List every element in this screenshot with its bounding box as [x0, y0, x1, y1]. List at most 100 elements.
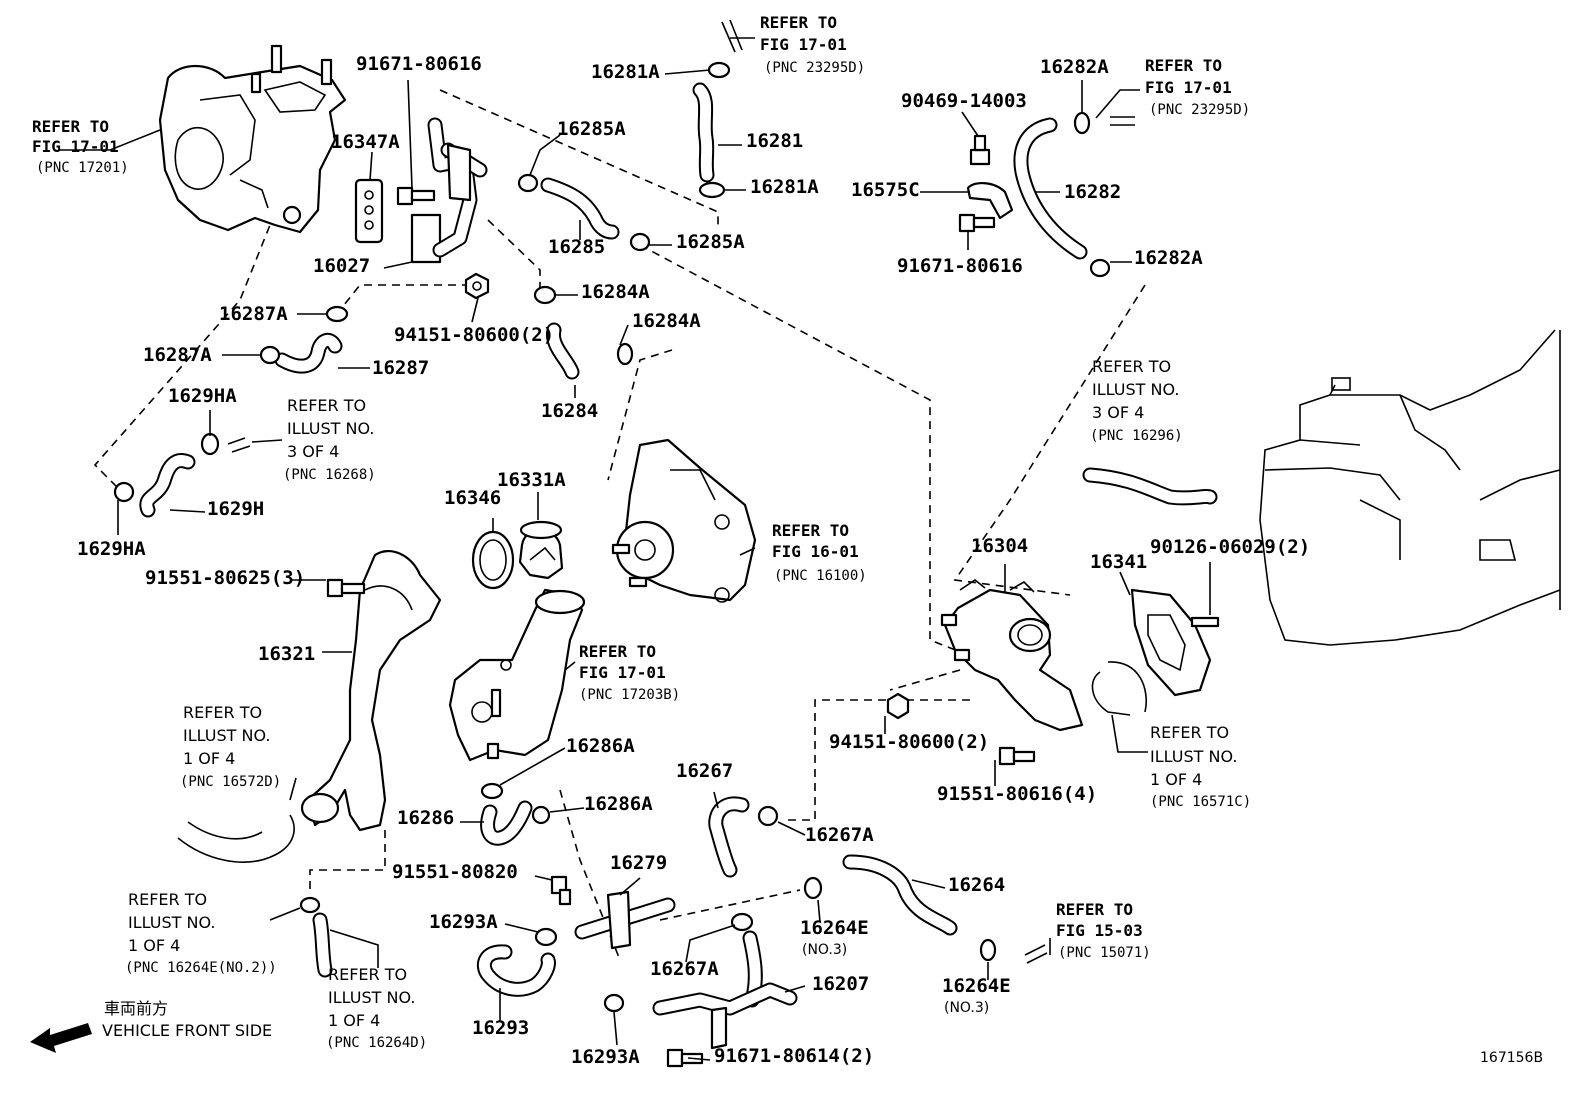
part-label: 16285A — [557, 118, 626, 140]
part-label: 1629HA — [168, 385, 237, 407]
reference-line: ILLUST NO. — [287, 419, 374, 438]
pipe-16207 — [652, 982, 798, 1050]
part-label: 16285A — [676, 231, 745, 253]
reference-line: (PNC 17201) — [36, 160, 129, 176]
reference-line: 3 OF 4 — [1092, 403, 1144, 422]
dashed-assembly-lines — [93, 89, 1146, 961]
part-label: 16264E — [800, 917, 869, 939]
front-side-jp-label: 車両前方 — [104, 999, 168, 1018]
part-label: 16264 — [948, 874, 1005, 896]
reference-line: 1 OF 4 — [328, 1011, 380, 1030]
reference-line: FIG 16-01 — [772, 542, 859, 561]
part-label: 16347A — [331, 131, 400, 153]
part-label: 1629H — [207, 498, 264, 520]
reference-line: (PNC 16296) — [1090, 428, 1183, 444]
part-label: 16575C — [851, 179, 920, 201]
part-label: 16027 — [313, 255, 370, 277]
pipe-stubs — [227, 19, 1135, 964]
reference-line: (PNC 16264D) — [326, 1035, 427, 1051]
part-label: 16321 — [258, 643, 315, 665]
reference-line: FIG 17-01 — [1145, 78, 1232, 97]
part-label: 16293A — [429, 911, 498, 933]
reference-line: ILLUST NO. — [128, 913, 215, 932]
part-label: 16282A — [1134, 247, 1203, 269]
water-outlet-16304 — [940, 579, 1084, 732]
clamps — [113, 61, 1111, 1013]
reference-line: (PNC 17203B) — [579, 687, 680, 703]
part-label: 91551-80625(3) — [145, 567, 305, 589]
part-label: 16331A — [497, 469, 566, 491]
reference-line: 1 OF 4 — [1150, 770, 1202, 789]
reference-line: REFER TO — [760, 13, 837, 32]
bolt-91671-80616-left — [396, 186, 436, 206]
part-label: 16293A — [571, 1046, 640, 1068]
part-label: 16285 — [548, 236, 605, 258]
reference-line: (PNC 23295D) — [1149, 102, 1250, 118]
part-label: (NO.3) — [944, 1000, 989, 1016]
reference-line: FIG 17-01 — [760, 35, 847, 54]
diagram-id: 167156B — [1480, 1050, 1543, 1066]
reference-line: ILLUST NO. — [183, 726, 270, 745]
water-pump-reference — [611, 438, 757, 603]
part-label: 16286A — [584, 793, 653, 815]
part-label: 16346 — [444, 487, 501, 509]
front-side-en-label: VEHICLE FRONT SIDE — [102, 1021, 272, 1040]
reference-line: ILLUST NO. — [328, 988, 415, 1007]
part-label: 16279 — [610, 852, 667, 874]
reference-hose-16571c — [1091, 661, 1147, 716]
part-label: 91671-80614(2) — [714, 1045, 874, 1067]
part-label: 16341 — [1090, 551, 1147, 573]
reference-line: 3 OF 4 — [287, 442, 339, 461]
thermostat-16331a — [518, 520, 564, 580]
reference-line: ILLUST NO. — [1092, 380, 1179, 399]
engine-block-outline — [1259, 329, 1561, 646]
pipe-16027 — [410, 117, 488, 264]
reference-line: REFER TO — [287, 396, 366, 415]
reference-line: REFER TO — [1056, 900, 1133, 919]
part-label: 16281A — [750, 176, 819, 198]
part-label: 16267A — [650, 958, 719, 980]
part-label: 16267 — [676, 760, 733, 782]
part-label: 16287 — [372, 357, 429, 379]
part-label: (NO.3) — [802, 942, 847, 958]
reference-line: REFER TO — [32, 117, 109, 136]
reference-line: REFER TO — [772, 521, 849, 540]
pipe-16279 — [574, 890, 676, 950]
pipe-16321 — [300, 549, 442, 832]
reference-line: FIG 17-01 — [32, 137, 119, 156]
reference-line: REFER TO — [579, 642, 656, 661]
ring-16346 — [471, 530, 515, 590]
reference-line: REFER TO — [1092, 357, 1171, 376]
part-label: 16264E — [942, 975, 1011, 997]
reference-line: (PNC 16268) — [283, 467, 376, 483]
part-label: 16304 — [971, 535, 1028, 557]
reference-line: (PNC 16571C) — [1150, 794, 1251, 810]
part-label: 16284A — [581, 281, 650, 303]
part-label: 91671-80616 — [897, 255, 1023, 277]
reference-line: REFER TO — [1145, 56, 1222, 75]
reference-notes: REFER TO FIG 17-01 (PNC 17201) REFER TO … — [32, 13, 1251, 1051]
gasket-16341 — [1130, 588, 1220, 697]
part-label: 1629HA — [77, 538, 146, 560]
hoses — [139, 82, 1218, 1008]
part-label: 90126-06029(2) — [1150, 536, 1310, 558]
nut-94151-top — [464, 272, 490, 300]
part-label: 91551-80820 — [392, 861, 518, 883]
part-label: 90469-14003 — [901, 90, 1027, 112]
leader-lines — [60, 37, 1211, 1061]
part-label: 16207 — [812, 973, 869, 995]
turbocharger-housing — [158, 44, 347, 234]
part-label: 16282 — [1064, 181, 1121, 203]
reference-line: (PNC 23295D) — [764, 60, 865, 76]
part-label: 16293 — [472, 1017, 529, 1039]
reference-line: (PNC 16100) — [774, 568, 867, 584]
thermostat-housing-reference — [448, 588, 586, 762]
part-label: 16282A — [1040, 56, 1109, 78]
part-label: 16284 — [541, 400, 598, 422]
part-label: 16286 — [397, 807, 454, 829]
bracket-16575c — [958, 134, 1014, 233]
reference-line: 1 OF 4 — [128, 936, 180, 955]
part-label: 16281A — [591, 61, 660, 83]
vehicle-front-arrow-icon — [30, 1023, 92, 1053]
